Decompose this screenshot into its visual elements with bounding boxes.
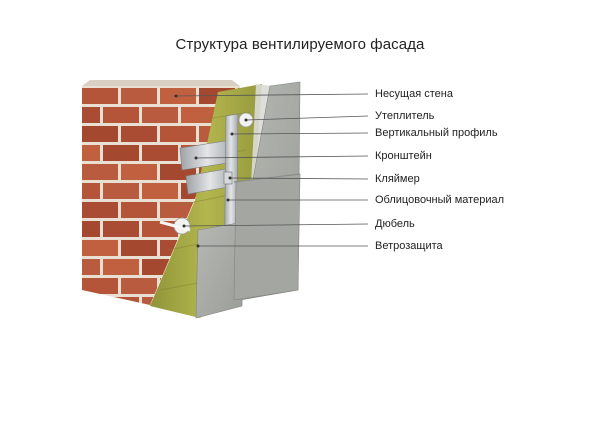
label-dyubel: Дюбель [375,218,415,230]
leader-dot-oblitsovochnyi-material [226,198,230,202]
label-klyaimer: Кляймер [375,173,420,185]
label-kronshtein: Кронштейн [375,150,432,162]
label-vertikalnyi-profil: Вертикальный профиль [375,127,498,139]
cladding-panels [195,81,301,319]
bracket [179,139,235,195]
label-oblitsovochnyi-material: Облицовочный материал [375,194,504,206]
label-uteplitel: Утеплитель [375,110,435,122]
leader-lines [174,93,369,248]
leader-dot-dyubel [182,224,186,228]
leader-line-uteplitel [245,115,369,121]
label-vetrozashchita: Ветрозащита [375,240,443,252]
leader-dot-kronshtein [194,156,198,160]
leader-line-dyubel [183,223,369,227]
leader-line-kronshtein [195,155,369,159]
leader-dot-uteplitel [244,118,248,122]
leader-dot-vetrozashchita [196,244,200,248]
leader-line-vertikalnyi-profil [231,132,369,135]
label-nesushchaya-stena: Несущая стена [375,88,453,100]
leader-dot-nesushchaya-stena [174,94,178,98]
diagram-title: Структура вентилируемого фасада [175,36,425,53]
leader-line-klyaimer [229,177,369,180]
leader-dot-vertikalnyi-profil [230,132,234,136]
leader-line-nesushchaya-stena [175,93,369,97]
leader-dot-klyaimer [228,176,232,180]
